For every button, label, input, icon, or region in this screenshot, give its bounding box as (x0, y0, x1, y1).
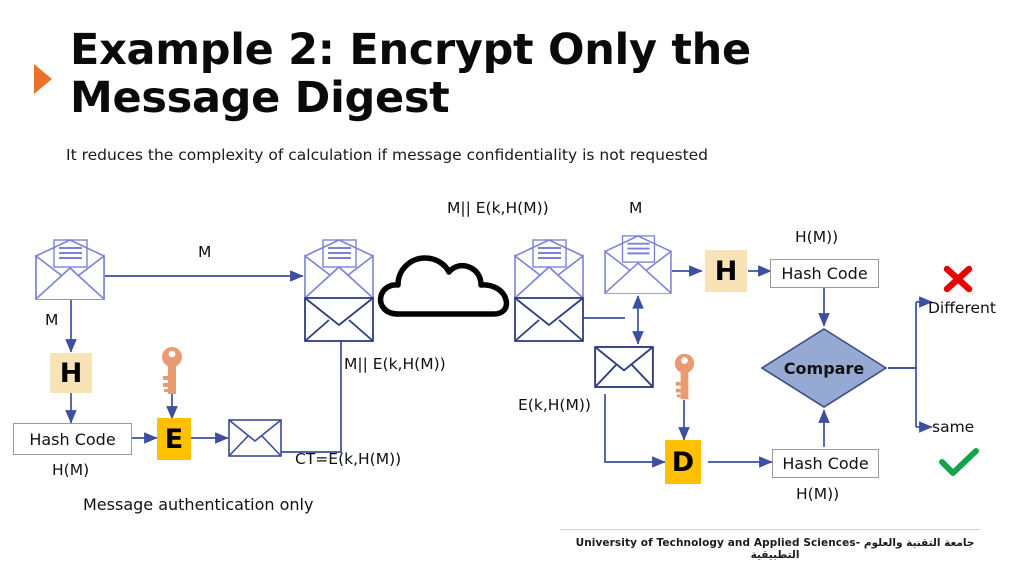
cloud-icon (377, 255, 510, 317)
label-computed-hash-title: H(M)) (795, 228, 839, 246)
orange-triangle-bullet-icon (34, 64, 52, 94)
decrypt-box: D (665, 440, 701, 484)
verdict-different-label: Different (928, 299, 996, 317)
receiver-decrypted-hash-code-label: Hash Code (782, 454, 869, 473)
encrypt-box: E (157, 418, 191, 460)
stacked-envelopes-icon (304, 239, 374, 342)
green-check-icon (939, 448, 979, 476)
encrypt-label: E (164, 423, 184, 455)
label-m-transit: M (198, 243, 212, 261)
compare-decision: Compare (760, 327, 888, 409)
key-icon (674, 353, 695, 400)
page-title: Example 2: Encrypt Only the Message Dige… (70, 25, 751, 123)
caption-message-authentication: Message authentication only (83, 495, 314, 514)
label-hm-sender: H(M) (52, 461, 90, 479)
sender-hash-code-box: Hash Code (13, 423, 132, 455)
label-m-receiver: M (629, 199, 643, 217)
red-cross-icon (943, 265, 973, 293)
decrypt-label: D (671, 446, 695, 478)
label-transmitted: M|| E(k,H(M)) (447, 199, 549, 217)
verdict-same-label: same (932, 418, 975, 436)
open-envelope-with-letter-icon (35, 239, 105, 300)
receiver-computed-hash-code-label: Hash Code (781, 264, 868, 283)
receiver-decrypted-hash-code-box: Hash Code (772, 449, 879, 478)
label-decrypted-hash-title: H(M)) (796, 485, 840, 503)
label-combined-sender: M|| E(k,H(M)) (344, 355, 446, 373)
key-icon (162, 347, 182, 394)
label-m-down: M (45, 311, 59, 329)
diamond-shape (760, 328, 888, 408)
sender-hash-code-label: Hash Code (29, 429, 116, 449)
open-envelope-with-letter-icon (604, 235, 672, 294)
stacked-envelopes-icon (514, 239, 584, 342)
receiver-hash-function-label: H (714, 255, 738, 287)
footer-text: University of Technology and Applied Sci… (575, 537, 975, 561)
receiver-computed-hash-code-box: Hash Code (770, 259, 879, 288)
label-digest: E(k,H(M)) (518, 396, 591, 414)
closed-envelope-icon (228, 419, 282, 457)
closed-envelope-icon (594, 346, 654, 388)
label-ciphertext: CT=E(k,H(M)) (295, 450, 402, 468)
receiver-hash-function-box: H (705, 250, 747, 292)
sender-hash-function-label: H (59, 357, 83, 389)
footer-divider (560, 529, 980, 530)
sender-hash-function-box: H (50, 353, 92, 393)
page-subtitle: It reduces the complexity of calculation… (66, 146, 709, 164)
